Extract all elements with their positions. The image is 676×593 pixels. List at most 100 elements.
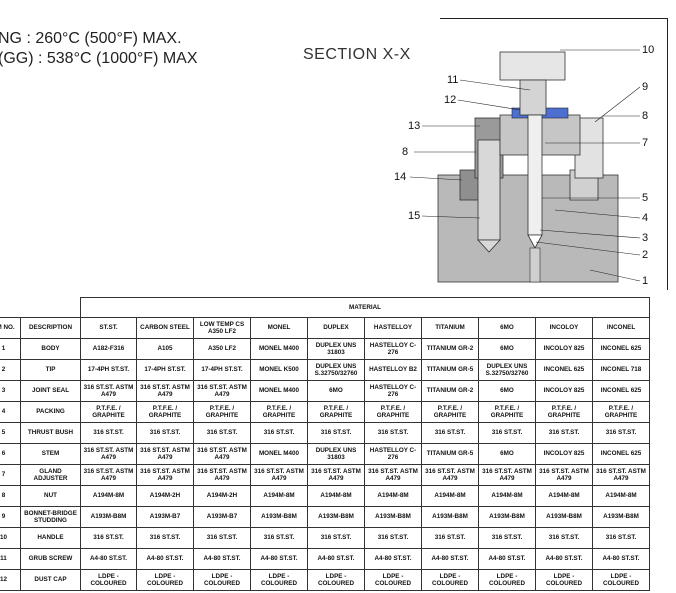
left-stud-tip bbox=[477, 239, 501, 253]
item-number-cell: 10 bbox=[0, 527, 21, 549]
column-header: INCOLOY bbox=[535, 317, 593, 339]
material-cell: TITANIUM GR-5 bbox=[421, 443, 479, 465]
material-cell: 316 ST.ST. ASTM A479 bbox=[193, 380, 251, 402]
material-cell: TITANIUM GR-5 bbox=[421, 359, 479, 381]
material-cell: P.T.F.E. / GRAPHITE bbox=[592, 401, 650, 423]
section-title: SECTION X-X bbox=[303, 46, 411, 63]
material-cell: INCONEL 625 bbox=[592, 338, 650, 360]
material-cell: A4-80 ST.ST. bbox=[592, 548, 650, 570]
item-number-cell: 9 bbox=[0, 506, 21, 528]
material-cell: INCOLOY 825 bbox=[535, 380, 593, 402]
column-header: HASTELLOY bbox=[364, 317, 422, 339]
description-cell: TIP bbox=[20, 359, 81, 381]
material-cell: A194M-2H bbox=[193, 485, 251, 507]
material-cell: DUPLEX UNS S.32750/32760 bbox=[478, 359, 536, 381]
description-cell: STEM bbox=[20, 443, 81, 465]
material-cell: A194M-8M bbox=[421, 485, 479, 507]
material-cell: 316 ST.ST. bbox=[478, 422, 536, 444]
material-cell: A194M-8M bbox=[364, 485, 422, 507]
item-number-cell: 1 bbox=[0, 338, 21, 360]
column-header: EM NO. bbox=[0, 317, 21, 339]
material-cell: P.T.F.E. / GRAPHITE bbox=[193, 401, 251, 423]
material-cell: 316 ST.ST. bbox=[592, 422, 650, 444]
material-cell: INCONEL 625 bbox=[592, 443, 650, 465]
item-number-cell: 7 bbox=[0, 464, 21, 486]
material-cell: 316 ST.ST. ASTM A479 bbox=[80, 464, 137, 486]
material-cell: 316 ST.ST. ASTM A479 bbox=[136, 443, 194, 465]
material-cell: A193M-B8M bbox=[364, 506, 422, 528]
material-cell: A4-80 ST.ST. bbox=[307, 548, 365, 570]
material-cell: MONEL M400 bbox=[250, 443, 308, 465]
frame-top-border bbox=[440, 18, 668, 19]
material-cell: MONEL M400 bbox=[250, 338, 308, 360]
material-cell: 316 ST.ST. bbox=[364, 527, 422, 549]
material-cell: 316 ST.ST. bbox=[80, 422, 137, 444]
callout-8: 8 bbox=[642, 110, 648, 122]
leader-lines bbox=[409, 49, 641, 282]
description-cell: PACKING bbox=[20, 401, 81, 423]
material-cell: A4-80 ST.ST. bbox=[478, 548, 536, 570]
material-cell: 316 ST.ST. bbox=[535, 527, 593, 549]
callout-9: 9 bbox=[642, 81, 648, 93]
material-cell: HASTELLOY C-276 bbox=[364, 380, 422, 402]
material-cell: 316 ST.ST. bbox=[592, 527, 650, 549]
material-cell: 316 ST.ST. bbox=[535, 422, 593, 444]
material-cell: A193M-B8M bbox=[307, 506, 365, 528]
callout-14: 14 bbox=[394, 171, 406, 183]
material-cell: 6MO bbox=[307, 380, 365, 402]
material-cell: DUPLEX UNS S.32750/32760 bbox=[307, 359, 365, 381]
material-cell: LDPE - COLOURED bbox=[535, 569, 593, 591]
description-cell: THRUST BUSH bbox=[20, 422, 81, 444]
material-cell: MONEL M400 bbox=[250, 380, 308, 402]
callout-5: 5 bbox=[642, 192, 648, 204]
tip bbox=[527, 234, 543, 249]
material-cell: TITANIUM GR-2 bbox=[421, 380, 479, 402]
material-cell: 316 ST.ST. bbox=[80, 527, 137, 549]
item-number-cell: 4 bbox=[0, 401, 21, 423]
material-cell: 316 ST.ST. bbox=[307, 422, 365, 444]
material-cell: A350 LF2 bbox=[193, 338, 251, 360]
material-cell: P.T.F.E. / GRAPHITE bbox=[535, 401, 593, 423]
material-cell: A182-F316 bbox=[80, 338, 137, 360]
material-cell: A194M-8M bbox=[592, 485, 650, 507]
material-cell: INCOLOY 825 bbox=[535, 338, 593, 360]
column-header: TITANIUM bbox=[421, 317, 479, 339]
material-cell: A193M-B8M bbox=[80, 506, 137, 528]
callout-15: 15 bbox=[408, 210, 420, 222]
material-cell: A194M-8M bbox=[478, 485, 536, 507]
column-header: DUPLEX bbox=[307, 317, 365, 339]
description-cell: GLAND ADJUSTER bbox=[20, 464, 81, 486]
description-cell: BONNET-BRIDGE STUDDING bbox=[20, 506, 81, 528]
material-cell: 316 ST.ST. bbox=[250, 527, 308, 549]
material-cell: 17-4PH ST.ST. bbox=[193, 359, 251, 381]
material-cell: 316 ST.ST. ASTM A479 bbox=[250, 464, 308, 486]
material-cell: 316 ST.ST. ASTM A479 bbox=[193, 464, 251, 486]
material-cell: A194M-8M bbox=[535, 485, 593, 507]
material-cell: 17-4PH ST.ST. bbox=[80, 359, 137, 381]
material-cell: 316 ST.ST. bbox=[250, 422, 308, 444]
material-cell: 6MO bbox=[478, 380, 536, 402]
material-cell: LDPE - COLOURED bbox=[307, 569, 365, 591]
material-cell: A4-80 ST.ST. bbox=[136, 548, 194, 570]
column-header: MONEL bbox=[250, 317, 308, 339]
material-cell: A193M-B8M bbox=[592, 506, 650, 528]
callout-1: 1 bbox=[642, 275, 648, 287]
material-cell: A4-80 ST.ST. bbox=[80, 548, 137, 570]
material-cell: P.T.F.E. / GRAPHITE bbox=[250, 401, 308, 423]
valve-section-drawing: 10 11 12 9 8 13 7 8 14 5 4 15 3 2 1 bbox=[394, 44, 654, 287]
material-cell: 6MO bbox=[478, 338, 536, 360]
material-cell: 316 ST.ST. ASTM A479 bbox=[478, 464, 536, 486]
material-cell: 316 ST.ST. bbox=[421, 527, 479, 549]
material-cell: 316 ST.ST. ASTM A479 bbox=[364, 464, 422, 486]
material-cell: MONEL K500 bbox=[250, 359, 308, 381]
material-cell: P.T.F.E. / GRAPHITE bbox=[478, 401, 536, 423]
item-number-cell: 5 bbox=[0, 422, 21, 444]
